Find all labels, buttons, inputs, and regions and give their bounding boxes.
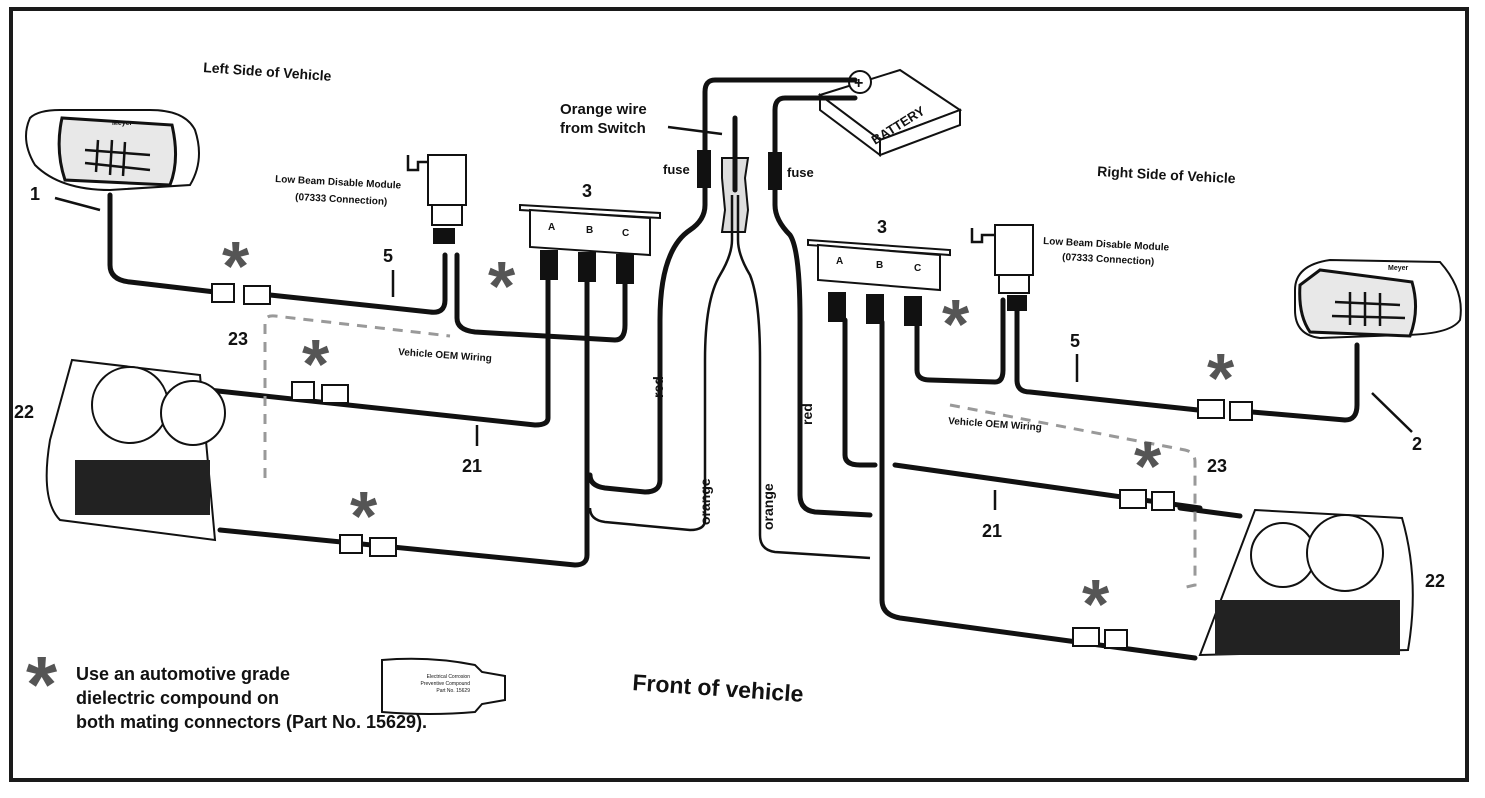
left-oem-label: Vehicle OEM Wiring (398, 347, 492, 365)
note-line-3: both mating connectors (Part No. 15629). (76, 712, 428, 732)
brand-logo: Meyer (112, 120, 133, 127)
connector-pair (1119, 489, 1175, 511)
pin-b-right: B (876, 260, 883, 271)
callout-3-right: 3 (877, 217, 887, 237)
callout-21-left: 21 (462, 456, 482, 476)
dielectric-note: Use an automotive grade dielectric compo… (76, 662, 427, 734)
left-fuse-label: fuse (663, 162, 690, 177)
connector-pair (211, 283, 271, 305)
left-fuse (697, 150, 711, 188)
diagram-frame (9, 7, 1469, 782)
left-headlamp (45, 358, 226, 542)
connector-pair (339, 534, 397, 557)
right-module-label-line2: (07333 Connection) (1062, 252, 1155, 268)
callout-5-left: 5 (383, 246, 393, 266)
right-red-label: red (799, 403, 815, 425)
left-low-beam-module (406, 154, 467, 244)
callout-1: 1 (30, 184, 40, 204)
battery-positive: + (854, 75, 863, 92)
pin-a: A (548, 222, 555, 233)
tube-label-2: Preventive Compound (421, 681, 471, 687)
pin-c-right: C (914, 263, 921, 274)
tube-label-1: Electrical Corrosion (427, 674, 471, 680)
callout-23-right: 23 (1207, 456, 1227, 476)
pin-b: B (586, 225, 593, 236)
note-line-1: Use an automotive grade (76, 664, 291, 684)
callout-5-right: 5 (1070, 331, 1080, 351)
battery: + BATTERY (817, 68, 963, 157)
asterisk-icon: * (1207, 339, 1235, 417)
asterisk-icon: * (222, 227, 250, 305)
note-line-2: dielectric compound on (76, 688, 280, 708)
asterisk-icon: * (488, 247, 516, 325)
right-module-label-line1: Low Beam Disable Module (1043, 236, 1170, 254)
right-low-beam-module (970, 224, 1034, 311)
callout-22-right: 22 (1425, 571, 1445, 591)
asterisk-icon: * (942, 285, 970, 363)
callout-21-right: 21 (982, 521, 1002, 541)
right-side-title: Right Side of Vehicle (1097, 163, 1236, 186)
orange-wire-label-line1: Orange wire (560, 101, 647, 118)
right-headlamp (1198, 508, 1414, 657)
left-module-label-line2: (07333 Connection) (295, 192, 388, 208)
left-red-label: red (650, 376, 666, 398)
compound-tube-icon: Electrical Corrosion Preventive Compound… (381, 657, 506, 715)
asterisk-icon: * (1134, 427, 1162, 505)
right-fuse (768, 152, 782, 190)
left-plow-light: Meyer (25, 109, 200, 192)
note-asterisk-icon: * (26, 640, 58, 729)
callout-2: 2 (1412, 434, 1422, 454)
left-relay-module: A B C (519, 203, 661, 284)
callout-22-left: 22 (14, 402, 34, 422)
left-orange-label: orange (697, 478, 713, 525)
connector-pair (291, 381, 349, 404)
orange-wire-label-line2: from Switch (560, 120, 646, 137)
connector-pair (1197, 399, 1253, 421)
left-module-label-line1: Low Beam Disable Module (275, 174, 402, 192)
asterisk-icon: * (350, 477, 378, 555)
asterisk-icon: * (1082, 565, 1110, 643)
connector-pair (1072, 627, 1128, 649)
right-orange-label: orange (760, 483, 776, 530)
callout-23-left: 23 (228, 329, 248, 349)
callout-3-left: 3 (582, 181, 592, 201)
asterisk-icon: * (302, 325, 330, 403)
brand-logo-right: Meyer (1388, 265, 1409, 272)
right-fuse-label: fuse (787, 165, 814, 180)
pin-a-right: A (836, 256, 843, 267)
right-relay-module: A B C (807, 238, 951, 326)
front-of-vehicle-title: Front of vehicle (632, 669, 805, 707)
pin-c: C (622, 228, 629, 239)
asterisk-icons: * * * * * * * * * (26, 227, 1235, 729)
left-side-title: Left Side of Vehicle (203, 59, 332, 84)
tube-label-3: Part No. 15629 (436, 688, 470, 694)
right-plow-light: Meyer (1294, 258, 1462, 340)
